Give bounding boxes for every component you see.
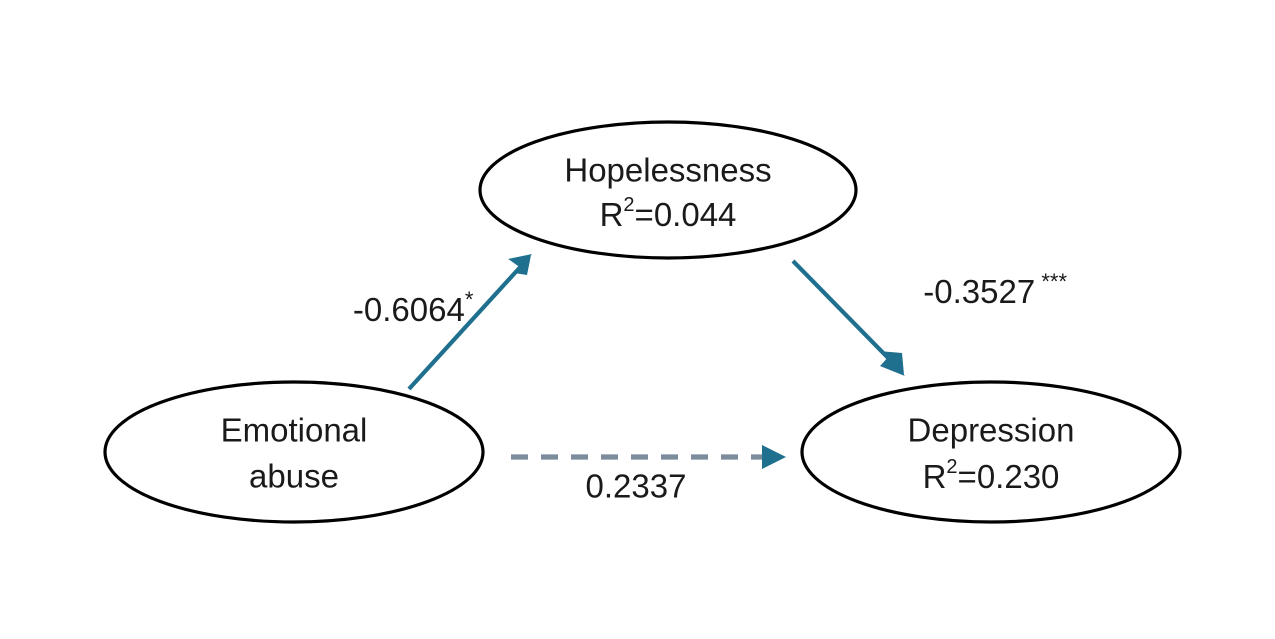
edge-a-path-arrowhead-body	[508, 254, 532, 276]
edge-b-path-arrowhead-body	[880, 349, 905, 376]
edge-a-path-line	[407, 262, 525, 391]
edge-a-path-coefficient: -0.6064	[353, 291, 465, 328]
edge-c-path-abuse-to-depression	[511, 445, 786, 469]
node-hopelessness-r2-value: =0.044	[635, 196, 737, 233]
node-depression-r2-prefix: R	[923, 458, 947, 495]
edge-b-path-coefficient: -0.3527	[923, 273, 1035, 310]
node-depression-r2: R2=0.230	[923, 456, 1060, 494]
node-hopelessness-r2-prefix: R	[600, 196, 624, 233]
edge-b-path-line	[791, 259, 896, 366]
node-hopelessness-label: Hopelessness	[564, 152, 771, 189]
node-hopelessness-r2-exponent: 2	[623, 194, 634, 216]
edge-b-path-hopelessness-to-depression	[791, 259, 905, 376]
edge-b-path-label: -0.3527 ***	[859, 262, 1113, 310]
edge-c-path-arrowhead	[762, 445, 786, 469]
node-depression[interactable]: Depression R2=0.230	[800, 380, 1182, 524]
node-depression-ellipse[interactable]	[800, 380, 1182, 524]
node-hopelessness-ellipse[interactable]	[478, 120, 858, 260]
node-emotional-abuse-label-line2: abuse	[249, 458, 339, 495]
node-depression-r2-exponent: 2	[946, 456, 957, 478]
node-hopelessness[interactable]: Hopelessness R2=0.044	[478, 120, 858, 260]
node-depression-r2-value: =0.230	[958, 458, 1060, 495]
edge-a-path-label: -0.6064*	[289, 280, 520, 328]
edge-a-path-significance: *	[465, 287, 474, 312]
node-emotional-abuse-ellipse[interactable]	[103, 380, 485, 524]
edge-c-path-label: 0.2337	[586, 468, 687, 505]
edge-a-path-abuse-to-hopelessness	[407, 254, 532, 391]
node-hopelessness-r2: R2=0.044	[600, 194, 737, 232]
node-depression-label: Depression	[908, 412, 1075, 449]
edge-b-path-significance: ***	[1035, 269, 1067, 294]
node-emotional-abuse-label-line1: Emotional	[221, 412, 368, 449]
node-emotional-abuse[interactable]: Emotional abuse	[103, 380, 485, 524]
